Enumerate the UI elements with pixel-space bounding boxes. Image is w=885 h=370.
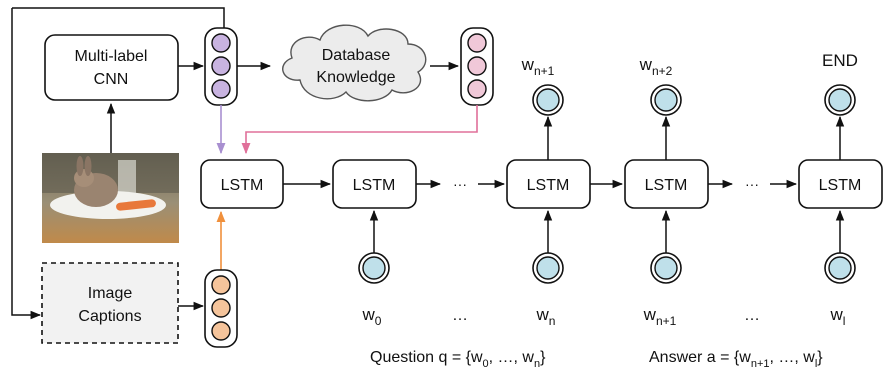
kb-feature-vector [460, 27, 494, 106]
lstm-label: LSTM [819, 177, 862, 194]
output-node-1: wn+1 [521, 55, 564, 160]
input-ellipsis-2: … [744, 307, 760, 324]
input-node-1: w0 [358, 209, 390, 328]
output-word-label: wn+1 [521, 55, 555, 78]
input-node-2: wn [532, 209, 564, 328]
kb-label-line2: Knowledge [316, 69, 395, 86]
kb-label-line1: Database [322, 47, 391, 64]
chain-ellipsis-2: ··· [745, 176, 759, 192]
output-word-label: wn+2 [639, 55, 673, 78]
captions-label-line2: Captions [78, 308, 141, 325]
lstm-cell-2: LSTM [332, 159, 417, 209]
chain-ellipsis-1: ··· [453, 176, 467, 192]
lstm-cell-5: LSTM [798, 159, 883, 209]
image-feed-line [11, 7, 225, 320]
lstm-label: LSTM [527, 177, 570, 194]
image-captions-box: Image Captions [41, 262, 179, 344]
lstm-cell-3: LSTM [506, 159, 591, 209]
input-node-3: wn+1 [643, 209, 682, 328]
input-word-label: wn [536, 305, 556, 328]
lstm-label: LSTM [353, 177, 396, 194]
input-word-label: w0 [362, 305, 382, 328]
lstm-cell-4: LSTM [624, 159, 709, 209]
cnn-label-line2: CNN [94, 71, 129, 88]
lstm-cell-1: LSTM [200, 159, 284, 209]
input-ellipsis-1: … [452, 307, 468, 324]
kb-to-lstm-arrow [241, 105, 478, 155]
input-image [42, 153, 179, 243]
database-knowledge-cloud: Database Knowledge [282, 24, 427, 102]
input-word-label: wl [830, 305, 846, 328]
cnn-feature-vector [204, 27, 238, 106]
question-caption: Question q = {w0, …, wn} [370, 349, 546, 370]
output-word-label: END [822, 51, 858, 70]
answer-caption: Answer a = {wn+1, …, wl} [649, 349, 823, 370]
input-word-label: wn+1 [643, 305, 677, 328]
input-node-4: wl [824, 209, 856, 328]
lstm-label: LSTM [221, 177, 264, 194]
captions-label-line1: Image [88, 285, 133, 302]
output-node-2: wn+2 [639, 55, 682, 160]
multi-label-cnn-box: Multi-label CNN [44, 34, 179, 101]
lstm-label: LSTM [645, 177, 688, 194]
caption-feature-vector [204, 269, 238, 348]
cnn-label-line1: Multi-label [75, 48, 148, 65]
output-node-3: END [822, 51, 858, 160]
